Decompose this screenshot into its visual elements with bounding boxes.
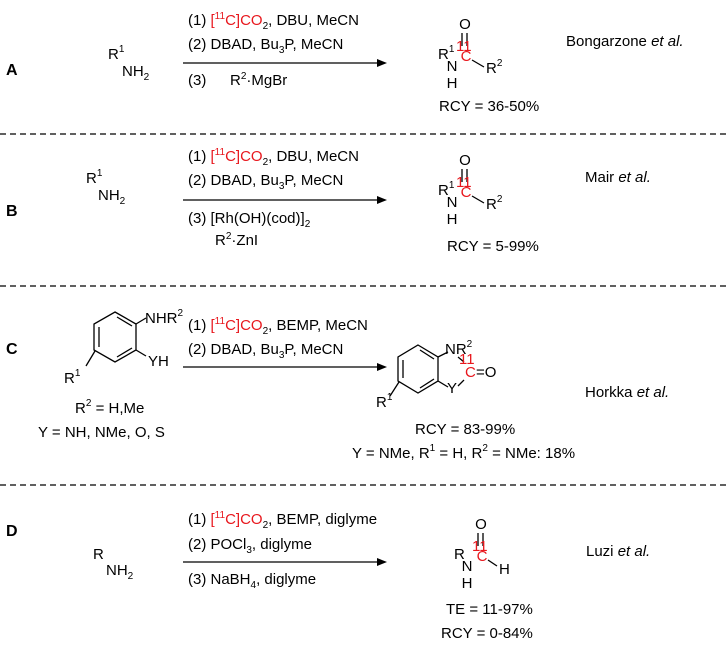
svg-text:11: 11 bbox=[459, 351, 475, 368]
product-amide: O R1 N H 11 C R2 bbox=[438, 16, 503, 92]
section-a: A R1 NH2 (1) [11C]CO2, DBU, MeCN (2) DBA… bbox=[6, 11, 684, 115]
reactant-note-y: Y = NH, NMe, O, S bbox=[38, 424, 165, 441]
yield-te: TE = 11-97% bbox=[446, 601, 533, 618]
svg-text:=O: =O bbox=[476, 364, 496, 381]
svg-text:C: C bbox=[477, 548, 488, 565]
svg-text:C: C bbox=[461, 48, 472, 65]
reactant-note-r2: R2 = H,Me bbox=[75, 398, 144, 417]
svg-text:YH: YH bbox=[148, 353, 169, 370]
section-label: B bbox=[6, 203, 18, 220]
condition-step-1: (1) [11C]CO2, DBU, MeCN bbox=[188, 11, 359, 32]
product-formamide: O R N H 11 C H bbox=[454, 516, 510, 592]
reactant-amine: R bbox=[93, 546, 104, 563]
yield-rcy: RCY = 0-84% bbox=[441, 625, 533, 642]
yield-text: RCY = 36-50% bbox=[439, 98, 539, 115]
condition-step-3: (3)R2·MgBr bbox=[188, 71, 287, 89]
condition-step-3: (3) [Rh(OH)(cod)]2 bbox=[188, 210, 311, 230]
svg-text:R: R bbox=[454, 546, 465, 563]
condition-step-1: (1) [11C]CO2, BEMP, diglyme bbox=[188, 510, 377, 531]
svg-text:11: 11 bbox=[472, 538, 488, 555]
reactant-amine: R1 bbox=[86, 168, 103, 187]
svg-text:N: N bbox=[462, 558, 473, 575]
svg-text:Y: Y bbox=[447, 380, 457, 397]
arrow-head bbox=[377, 558, 387, 566]
arrow-head bbox=[377, 196, 387, 204]
svg-text:R1: R1 bbox=[438, 180, 455, 199]
reactant-amine: R1 bbox=[108, 44, 125, 63]
yield-note: Y = NMe, R1 = H, R2 = NMe: 18% bbox=[352, 443, 575, 462]
svg-text:C: C bbox=[461, 184, 472, 201]
reactant-aniline: NHR2 YH R1 bbox=[64, 308, 184, 387]
svg-text:O: O bbox=[459, 16, 471, 33]
product-heterocycle: NR2 11 C =O Y R1 bbox=[376, 339, 496, 411]
condition-step-1: (1) [11C]CO2, DBU, MeCN bbox=[188, 147, 359, 168]
reactant-amine-nh2: NH2 bbox=[98, 187, 126, 207]
section-d: D R NH2 (1) [11C]CO2, BEMP, diglyme (2) … bbox=[6, 510, 650, 642]
condition-step-2: (2) DBAD, Bu3P, MeCN bbox=[188, 341, 343, 361]
svg-text:11: 11 bbox=[456, 174, 472, 191]
svg-text:H: H bbox=[499, 561, 510, 578]
svg-text:N: N bbox=[447, 58, 458, 75]
svg-text:N: N bbox=[447, 194, 458, 211]
svg-text:R1: R1 bbox=[438, 44, 455, 63]
reactant-amine-nh2: NH2 bbox=[122, 63, 150, 83]
svg-text:H: H bbox=[447, 211, 458, 228]
condition-step-3-reagent: R2·ZnI bbox=[215, 231, 258, 249]
citation: Horkka et al. bbox=[585, 384, 669, 401]
svg-text:R1: R1 bbox=[64, 368, 81, 387]
arrow-head bbox=[377, 59, 387, 67]
citation: Luzi et al. bbox=[586, 543, 650, 560]
svg-text:R2: R2 bbox=[486, 194, 503, 213]
condition-step-3: (3) NaBH4, diglyme bbox=[188, 571, 316, 591]
citation: Bongarzone et al. bbox=[566, 33, 684, 50]
svg-text:NR2: NR2 bbox=[445, 339, 473, 358]
svg-text:H: H bbox=[462, 575, 473, 592]
citation: Mair et al. bbox=[585, 169, 651, 186]
svg-text:O: O bbox=[459, 152, 471, 169]
svg-text:H: H bbox=[447, 75, 458, 92]
svg-text:NHR2: NHR2 bbox=[145, 308, 184, 327]
yield-text: RCY = 83-99% bbox=[415, 421, 515, 438]
condition-step-2: (2) DBAD, Bu3P, MeCN bbox=[188, 172, 343, 192]
svg-text:O: O bbox=[475, 516, 487, 533]
section-label: A bbox=[6, 62, 18, 79]
reactant-amine-nh2: NH2 bbox=[106, 562, 134, 582]
section-b: B R1 NH2 (1) [11C]CO2, DBU, MeCN (2) DBA… bbox=[6, 147, 651, 255]
yield-text: RCY = 5-99% bbox=[447, 238, 539, 255]
condition-step-1: (1) [11C]CO2, BEMP, MeCN bbox=[188, 316, 368, 337]
condition-step-2: (2) DBAD, Bu3P, MeCN bbox=[188, 36, 343, 56]
svg-text:R1: R1 bbox=[376, 392, 393, 411]
section-c: C NHR2 YH R1 R2 = H,Me Y = NH, NMe, O, S… bbox=[6, 308, 669, 462]
svg-text:C: C bbox=[465, 364, 476, 381]
arrow-head bbox=[377, 363, 387, 371]
svg-text:R2: R2 bbox=[486, 58, 503, 77]
section-label: D bbox=[6, 523, 18, 540]
product-ketone: O R1 N H 11 C R2 bbox=[438, 152, 503, 228]
condition-step-2: (2) POCl3, diglyme bbox=[188, 536, 312, 556]
section-label: C bbox=[6, 341, 18, 358]
svg-text:11: 11 bbox=[456, 38, 472, 55]
